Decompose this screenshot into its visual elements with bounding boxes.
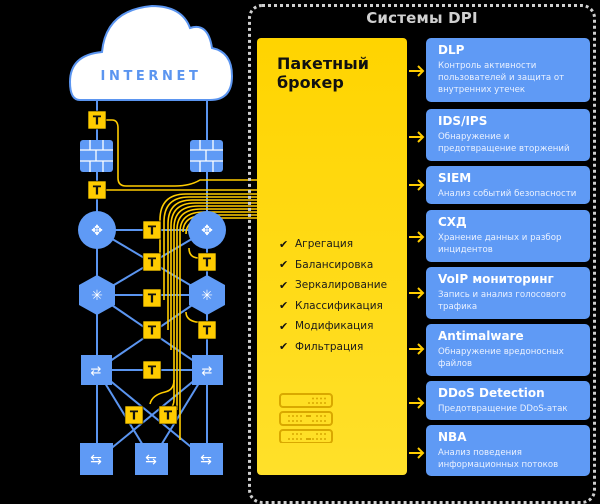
dpi-title: Системы DPI — [366, 9, 478, 27]
tap-label: T — [164, 409, 173, 423]
switch-icon: ⇄ — [81, 355, 112, 385]
tap-icon: T — [142, 220, 162, 240]
access-switch-icon: ⇆ — [190, 443, 223, 475]
svg-text:✳: ✳ — [201, 288, 213, 304]
tap-label: T — [203, 256, 212, 270]
tap-label: T — [148, 256, 157, 270]
check-icon: ✔ — [279, 237, 289, 251]
tap-icon: T — [197, 252, 217, 272]
arrow-right-icon — [409, 131, 425, 143]
arrow-right-icon — [409, 447, 425, 459]
tap-icon: T — [158, 405, 178, 425]
arrow-right-icon — [409, 65, 425, 77]
svg-text:⇆: ⇆ — [145, 452, 157, 468]
arrow-right-icon — [409, 343, 425, 355]
access-switch-icon: ⇆ — [135, 443, 168, 475]
tap-icon: T — [142, 360, 162, 380]
firewall-icon — [190, 140, 223, 172]
svg-text:✥: ✥ — [201, 223, 213, 239]
arrow-right-icon — [409, 231, 425, 243]
svg-text:⇆: ⇆ — [90, 452, 102, 468]
check-icon: ✔ — [279, 258, 289, 272]
tap-label: T — [130, 409, 139, 423]
tap-icon: T — [197, 320, 217, 340]
tap-label: T — [203, 324, 212, 338]
check-icon: ✔ — [279, 278, 289, 292]
tap-label: T — [148, 364, 157, 378]
router-icon: ✥ — [188, 211, 226, 249]
tap-label: T — [93, 184, 102, 198]
svg-text:⇆: ⇆ — [200, 452, 212, 468]
feature-item: ✔Балансировка — [279, 258, 374, 272]
feature-item: ✔Фильтрация — [279, 340, 364, 354]
network-diagram: INTERNET ✥ ✥ ✳ ✳ ⇄ ⇄ ⇆ ⇆ ⇆ T T T T T T T T T T T — [68, 4, 258, 475]
core-switch-icon: ✳ — [189, 275, 225, 315]
tap-icon: T — [142, 252, 162, 272]
tap-icon: T — [87, 180, 107, 200]
feature-item: ✔Зеркалирование — [279, 278, 388, 292]
broker-features: ✔Агрегация ✔Балансировка ✔Зеркалирование… — [279, 234, 387, 357]
arrow-right-icon — [409, 287, 425, 299]
svg-text:⇄: ⇄ — [202, 364, 213, 379]
firewall-icon — [80, 140, 113, 172]
tap-label: T — [148, 324, 157, 338]
tap-label: T — [93, 114, 102, 128]
router-icon: ✥ — [78, 211, 116, 249]
arrow-right-icon — [409, 397, 425, 409]
feature-item: ✔Модификация — [279, 319, 374, 333]
tap-icon: T — [142, 320, 162, 340]
tap-group: T T T T T T T T T T T — [87, 110, 217, 425]
svg-text:✥: ✥ — [91, 223, 103, 239]
svg-text:✳: ✳ — [91, 288, 103, 304]
tap-icon: T — [87, 110, 107, 130]
access-switch-icon: ⇆ — [80, 443, 113, 475]
check-icon: ✔ — [279, 340, 289, 354]
feature-item: ✔Классификация — [279, 299, 383, 313]
server-icon — [279, 393, 333, 443]
internet-cloud: INTERNET — [68, 4, 234, 101]
tap-label: T — [148, 292, 157, 306]
packet-broker: Пакетный брокер ✔Агрегация ✔Балансировка… — [257, 38, 407, 475]
broker-title: Пакетный брокер — [277, 54, 369, 92]
core-switch-icon: ✳ — [79, 275, 115, 315]
switch-icon: ⇄ — [192, 355, 223, 385]
svg-text:⇄: ⇄ — [91, 364, 102, 379]
check-icon: ✔ — [279, 299, 289, 313]
tap-icon: T — [142, 288, 162, 308]
feature-item: ✔Агрегация — [279, 237, 354, 251]
arrow-right-icon — [409, 179, 425, 191]
tap-label: T — [148, 224, 157, 238]
tap-icon: T — [124, 405, 144, 425]
internet-label: INTERNET — [101, 69, 202, 84]
check-icon: ✔ — [279, 319, 289, 333]
